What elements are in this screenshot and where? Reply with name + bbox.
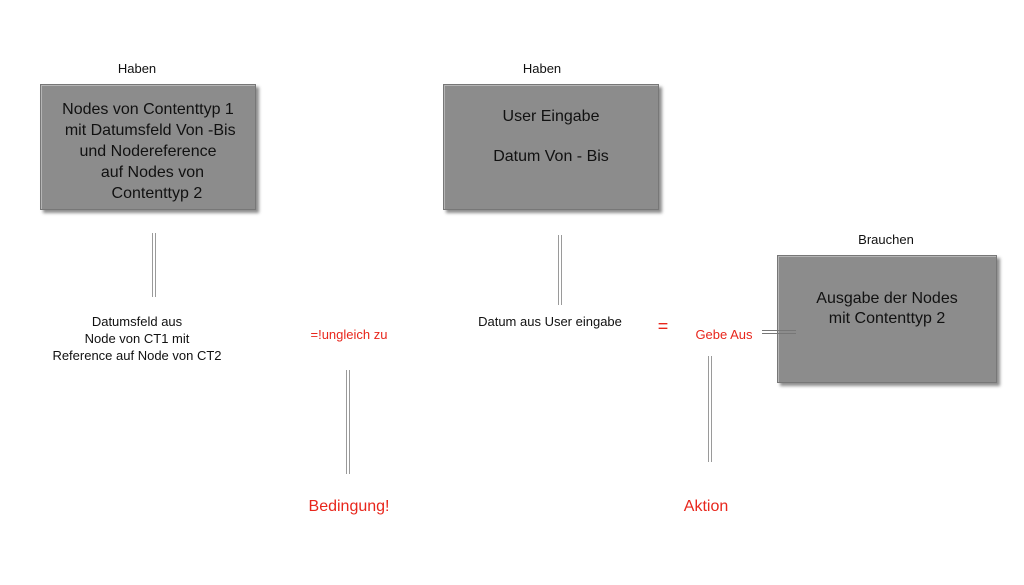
connector-line-bedingung	[346, 370, 350, 474]
connector-line-aktion	[708, 356, 712, 462]
user-eingabe-text: User Eingabe	[502, 108, 600, 125]
connector-line-gebe-aus	[762, 330, 796, 334]
ausgabe-box: Ausgabe der Nodes mit Contenttyp 2	[777, 255, 997, 383]
ungleich-text: =!ungleich zu	[310, 327, 388, 342]
ausgabe-box-text: Ausgabe der Nodes mit Contenttyp 2	[816, 290, 958, 327]
box3-heading: Brauchen	[858, 232, 914, 247]
connector-line-box2	[558, 235, 562, 305]
box2-heading: Haben	[522, 61, 562, 76]
datumsfeld-text: Datumsfeld aus Node von CT1 mit Referenc…	[52, 314, 222, 363]
bedingung-label: Bedingung!	[308, 498, 390, 515]
gebe-aus-text: Gebe Aus	[695, 327, 753, 342]
user-eingabe-box: User Eingabe Datum Von - Bis	[443, 84, 659, 210]
datum-von-bis-text: Datum Von - Bis	[493, 148, 609, 165]
equals-sign: =	[657, 316, 669, 336]
aktion-label: Aktion	[683, 498, 729, 515]
contenttyp1-box: Nodes von Contenttyp 1 mit Datumsfeld Vo…	[40, 84, 256, 210]
connector-line-box1	[152, 233, 156, 297]
box1-heading: Haben	[117, 61, 157, 76]
contenttyp1-box-text: Nodes von Contenttyp 1 mit Datumsfeld Vo…	[62, 101, 236, 202]
datum-user-text: Datum aus User eingabe	[478, 314, 622, 329]
